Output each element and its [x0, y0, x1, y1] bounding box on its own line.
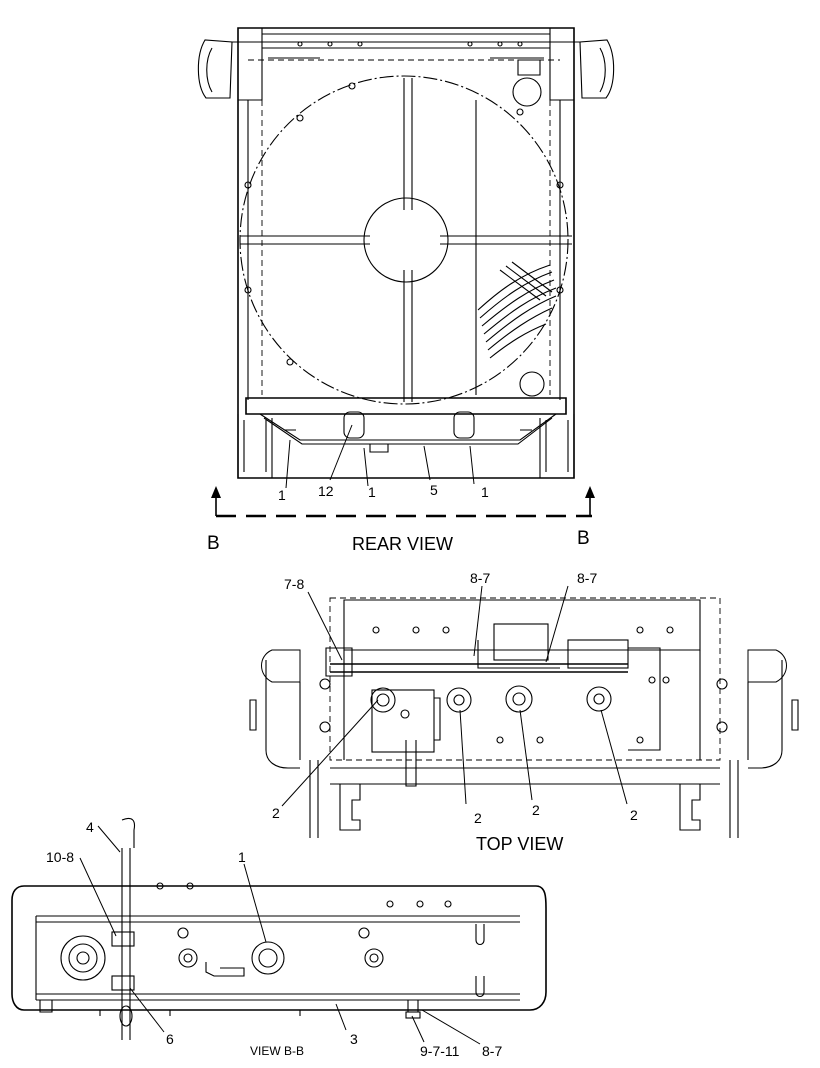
top-view-callouts: 7-8 8-7 8-7 2 2 2 2: [272, 570, 638, 826]
rear-callout-1b: 1: [368, 484, 376, 500]
section-callout-6: 6: [166, 1031, 174, 1047]
section-callout-3: 3: [350, 1031, 358, 1047]
section-marker-left: B: [207, 533, 220, 554]
view-b-b-title: VIEW B-B: [250, 1044, 304, 1058]
top-callout-2c: 2: [532, 802, 540, 818]
top-callout-2d: 2: [630, 807, 638, 823]
section-callout-10-8: 10-8: [46, 849, 74, 865]
top-view-drawing: [249, 597, 799, 838]
view-b-b-callouts: 4 10-8 1 6 3 9-7-11 8-7: [46, 819, 502, 1059]
section-callout-9-7-11: 9-7-11: [420, 1043, 460, 1059]
top-callout-2b: 2: [474, 810, 482, 826]
rear-view-leaders: [285, 424, 475, 489]
top-view-title: TOP VIEW: [476, 834, 563, 854]
section-marker-right: B: [577, 528, 590, 549]
section-callout-1: 1: [238, 849, 246, 865]
rear-view-drawing: [197, 27, 615, 479]
rear-callout-1a: 1: [278, 487, 286, 503]
top-callout-8-7a: 8-7: [470, 570, 490, 586]
view-b-b-drawing: [11, 817, 547, 1040]
section-cut-line-b-b: [211, 486, 595, 518]
top-callout-2a: 2: [272, 805, 280, 821]
rear-view-title: REAR VIEW: [352, 534, 453, 554]
rear-callout-1c: 1: [481, 484, 489, 500]
rear-callout-5: 5: [430, 482, 438, 498]
top-view-leaders: [281, 585, 628, 807]
section-callout-4: 4: [86, 819, 94, 835]
view-b-b-leaders: [79, 825, 481, 1045]
top-callout-8-7b: 8-7: [577, 570, 597, 586]
arrow-up-icon: [585, 486, 595, 498]
section-callout-8-7: 8-7: [482, 1043, 502, 1059]
rear-callout-12: 12: [318, 483, 334, 499]
top-callout-7-8: 7-8: [284, 576, 304, 592]
arrow-up-icon: [211, 486, 221, 498]
rear-view-callouts: 1 12 1 5 1: [278, 482, 489, 503]
